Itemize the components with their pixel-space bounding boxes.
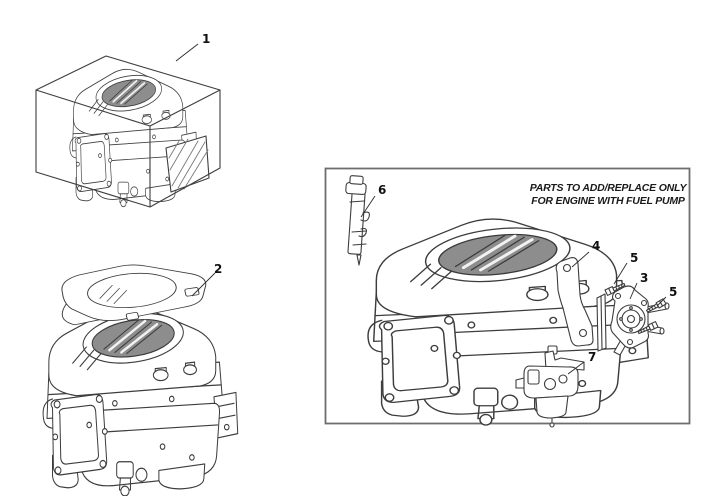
engine-top-cover [61,264,207,326]
callout-7-leader [567,361,585,375]
carburetor-part [515,345,585,428]
callout-4-label: 4 [592,239,600,253]
callout-1-leader [175,43,199,62]
figure-engine-with-cover: 2 [41,262,240,496]
callout-6-leader [360,195,376,218]
callout-4-leader [571,251,590,268]
callout-2-leader [191,272,216,297]
bracket-part [555,257,607,352]
callout-5a-label: 5 [630,251,638,265]
shipping-box-outline [35,55,221,208]
callout-6-label: 6 [378,183,386,197]
callout-7-label: 7 [588,350,596,364]
fuel-pump-section: PARTS TO ADD/REPLACE ONLY FOR ENGINE WIT… [324,167,691,428]
callout-5a-leader [613,262,628,285]
fuel-pump-note-line2: FOR ENGINE WITH FUEL PUMP [531,195,686,207]
callout-3-label: 3 [640,271,648,285]
figure-boxed-engine: 1 [35,32,221,208]
fuel-pump-box-border [324,167,691,425]
fuel-pump-part [610,285,670,356]
callout-5b-label: 5 [669,285,677,299]
callout-3-leader [629,282,638,300]
dipstick-part [345,175,370,266]
fuel-pump-note-line1: PARTS TO ADD/REPLACE ONLY [530,182,688,194]
callout-1-label: 1 [202,32,210,46]
fuel-pump-engine-illustration [366,217,650,427]
callout-5b-leader [656,296,667,307]
packing-hatch-panel [165,135,210,193]
callout-2-label: 2 [214,262,222,276]
engine-illustration [41,303,240,496]
